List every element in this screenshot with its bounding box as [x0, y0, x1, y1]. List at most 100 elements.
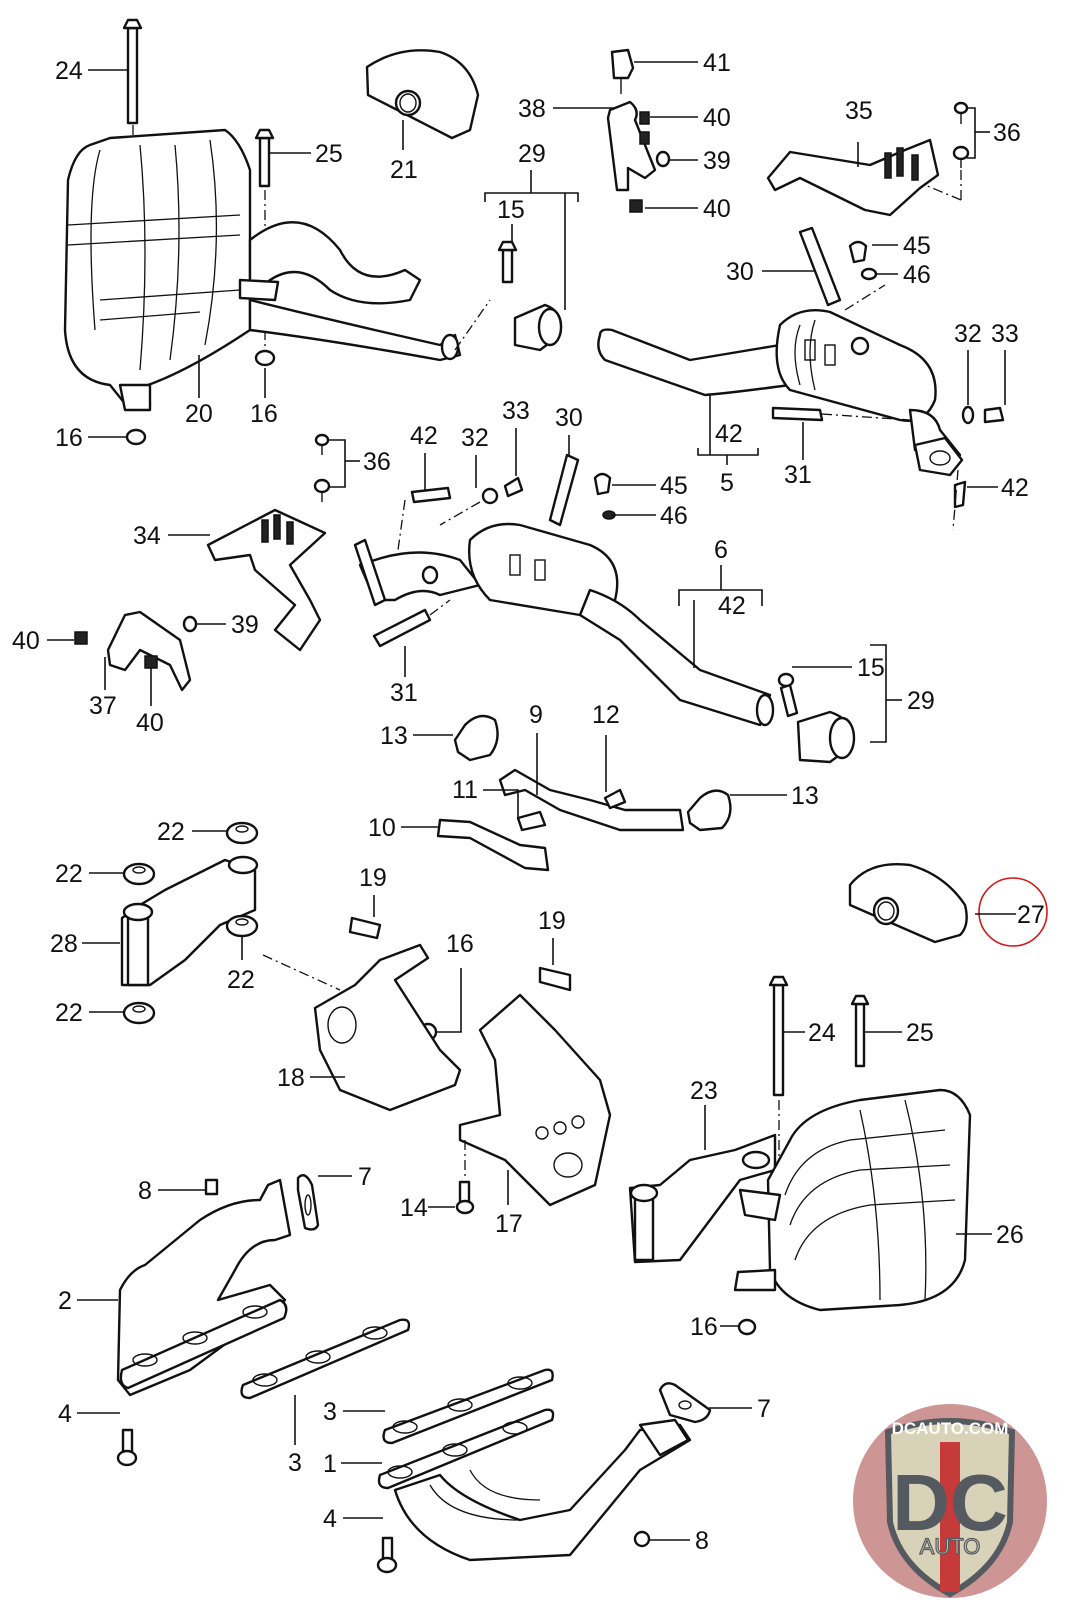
callout-33: 33 — [502, 397, 530, 425]
callout-3: 3 — [323, 1398, 337, 1426]
callout-36: 36 — [363, 448, 391, 476]
part-12-bolt — [603, 788, 627, 810]
callout-13: 13 — [380, 722, 408, 750]
logo-stripe — [940, 1442, 960, 1592]
callout-30: 30 — [726, 258, 754, 286]
callout-33: 33 — [991, 320, 1019, 348]
callout-30: 30 — [555, 404, 583, 432]
callout-7: 7 — [757, 1395, 771, 1423]
part-46-seal-a — [860, 267, 878, 281]
part-22-bushing-d — [122, 1001, 156, 1025]
part-5-front-pipe-catalyst — [597, 308, 964, 477]
callout-8: 8 — [138, 1177, 152, 1205]
part-4-bolt-b — [376, 1536, 398, 1574]
part-25-bolt-bottom — [850, 994, 870, 1068]
part-3-gasket-b — [382, 1368, 554, 1445]
callout-9: 9 — [529, 701, 543, 729]
callout-22: 22 — [157, 818, 185, 846]
dcauto-logo: DCAUTO.COM DC AUTO — [853, 1404, 1047, 1598]
part-33-bolt-b — [503, 476, 524, 498]
part-32-washer-a — [961, 405, 975, 425]
part-8-nut-b — [633, 1530, 651, 1548]
part-39-grommet-b — [182, 615, 198, 633]
callout-31: 31 — [390, 679, 418, 707]
part-42-bolt-d — [397, 486, 452, 551]
logo-site-text: DCAUTO.COM — [892, 1419, 1009, 1438]
callout-4: 4 — [323, 1505, 337, 1533]
callout-19: 19 — [538, 907, 566, 935]
part-21-tailpipe-trim — [365, 49, 480, 140]
part-31-stud-b — [372, 599, 451, 648]
part-29-clamp-mid — [777, 672, 856, 764]
part-22-bushing-a — [225, 821, 259, 845]
callout-45: 45 — [660, 472, 688, 500]
part-35-heat-shield-bracket — [766, 138, 940, 217]
part-27-tailpipe-trim[interactable] — [848, 863, 968, 944]
callout-4: 4 — [58, 1400, 72, 1428]
part-11-bolt — [516, 810, 547, 832]
part-37-bracket — [106, 610, 192, 692]
part-22-bushing-b — [122, 862, 156, 886]
callout-39: 39 — [703, 147, 731, 175]
part-13-hanger-clamp-b — [686, 789, 732, 832]
callout-46: 46 — [903, 261, 931, 289]
callout-26: 26 — [996, 1221, 1024, 1249]
callout-29: 29 — [907, 687, 935, 715]
callout-46: 46 — [660, 502, 688, 530]
callout-40: 40 — [12, 627, 40, 655]
callout-17: 17 — [495, 1210, 523, 1238]
callout-22: 22 — [227, 966, 255, 994]
callout-7: 7 — [358, 1163, 372, 1191]
callout-23: 23 — [690, 1077, 718, 1105]
part-9-hanger-bracket — [498, 768, 685, 832]
callout-40: 40 — [136, 709, 164, 737]
part-31-stud-a — [771, 406, 911, 422]
callout-22: 22 — [55, 860, 83, 888]
part-8-nut-a — [204, 1178, 219, 1196]
part-19-bolt-b — [538, 966, 572, 992]
callout-25: 25 — [315, 140, 343, 168]
callout-34: 34 — [133, 522, 161, 550]
part-40-clip-b — [629, 199, 643, 213]
callout-19: 19 — [359, 864, 387, 892]
part-22-bushing-c — [225, 914, 259, 938]
callout-1: 1 — [323, 1450, 337, 1478]
part-13-hanger-clamp-a — [453, 714, 499, 762]
callout-27[interactable]: 27 — [1017, 901, 1045, 929]
part-36-screws-top — [924, 101, 970, 201]
callout-37: 37 — [89, 692, 117, 720]
callout-8: 8 — [695, 1527, 709, 1555]
part-38-bracket — [606, 100, 657, 192]
part-40-clip-d — [144, 655, 158, 669]
part-14-bolt — [455, 1140, 475, 1215]
callout-42: 42 — [1001, 474, 1029, 502]
callout-6: 6 — [714, 536, 728, 564]
callout-40: 40 — [703, 195, 731, 223]
callout-31: 31 — [784, 461, 812, 489]
part-17-mount-bracket — [458, 993, 612, 1207]
part-18-mount-bracket — [313, 943, 462, 1112]
part-30-oxygen-sensor-b — [548, 453, 580, 527]
callout-42: 42 — [715, 420, 743, 448]
highlight-circle-27 — [978, 877, 1048, 947]
part-45-plug-a — [848, 240, 868, 264]
callout-2: 2 — [58, 1287, 72, 1315]
callout-5: 5 — [720, 469, 734, 497]
callout-16: 16 — [250, 400, 278, 428]
callout-21: 21 — [390, 156, 418, 184]
part-6-front-pipe-catalyst — [353, 522, 775, 727]
part-40-clip-c — [74, 631, 88, 645]
part-1-exhaust-manifold — [377, 1408, 692, 1562]
callout-20: 20 — [185, 400, 213, 428]
callout-16: 16 — [55, 424, 83, 452]
callout-22: 22 — [55, 999, 83, 1027]
callout-28: 28 — [50, 930, 78, 958]
part-36-screws-mid — [313, 433, 331, 502]
callout-16: 16 — [446, 930, 474, 958]
callout-10: 10 — [368, 814, 396, 842]
part-28-mount-bracket — [120, 855, 259, 987]
callout-11: 11 — [452, 776, 478, 804]
part-45-plug-b — [593, 472, 612, 496]
part-10-hanger-bracket — [436, 818, 550, 872]
callout-42: 42 — [410, 422, 438, 450]
